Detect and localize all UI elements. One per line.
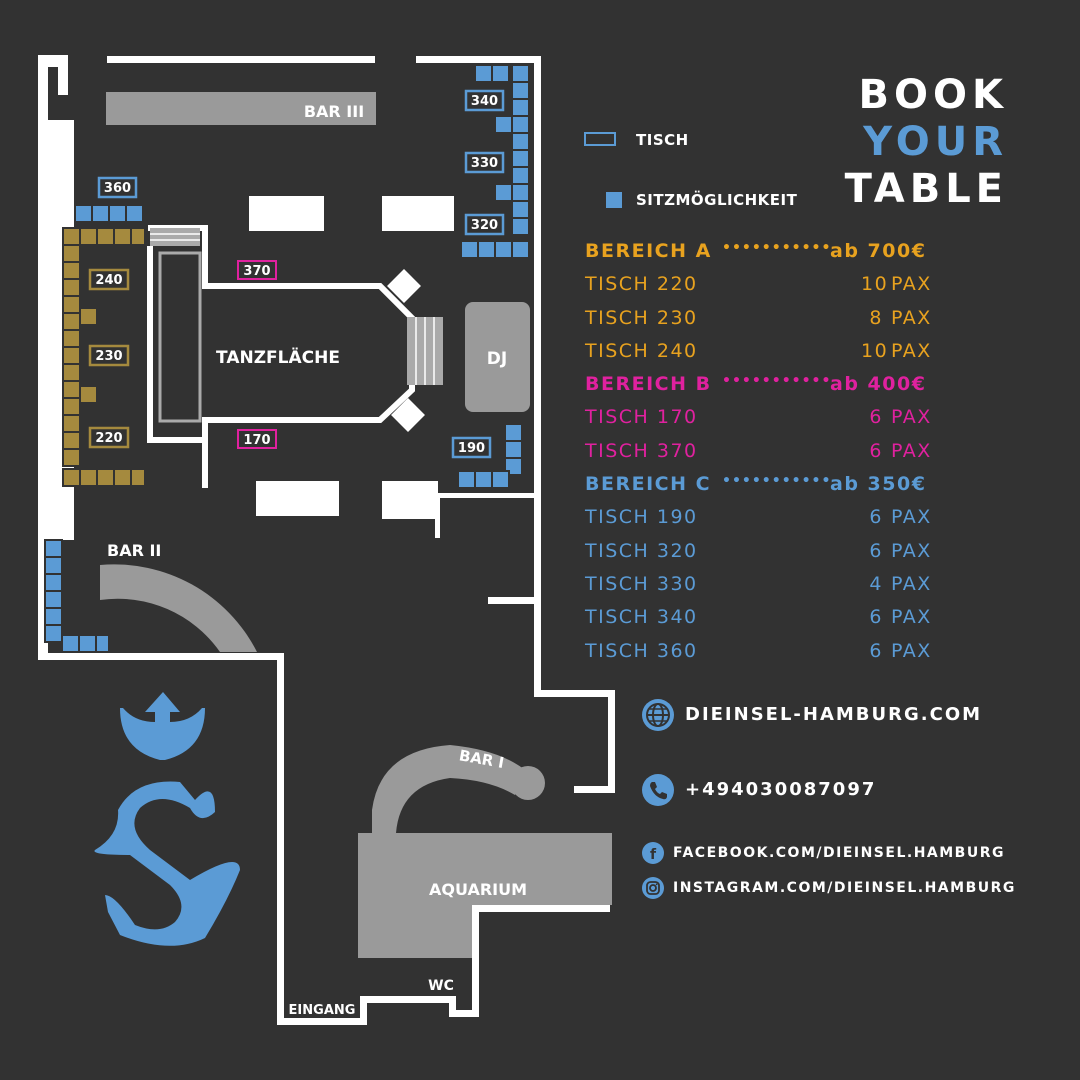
instagram-text: INSTAGRAM.COM/DIEINSEL.HAMBURG	[673, 880, 1016, 896]
facebook-icon: f	[642, 842, 664, 864]
facebook-text: FACEBOOK.COM/DIEINSEL.HAMBURG	[673, 845, 1005, 861]
book-your-table-title: BOOK YOUR TABLE	[845, 72, 1008, 213]
bar-ii-label: BAR II	[107, 541, 161, 560]
svg-text:320: 320	[471, 218, 498, 233]
svg-text:340: 340	[471, 94, 498, 109]
aquarium	[358, 833, 612, 958]
legend-table-label: TISCH	[636, 131, 689, 149]
svg-text:190: 190	[458, 441, 485, 456]
trident-s-logo	[94, 692, 240, 946]
svg-text:f: f	[650, 847, 658, 863]
area-c-header: BEREICH C ••••••••••• ab 350€	[585, 473, 927, 496]
table-170[interactable]: 170	[237, 429, 277, 449]
dj-booth	[465, 302, 530, 412]
bar-iii-label: BAR III	[304, 102, 364, 121]
wc-label: WC	[428, 978, 454, 994]
fixtures	[100, 92, 612, 958]
table-240[interactable]: 240	[88, 268, 130, 291]
table-330[interactable]: 330	[464, 151, 505, 174]
seat-square-icon	[606, 192, 622, 208]
table-360[interactable]: 360	[97, 176, 138, 199]
entrance-label: EINGANG	[289, 1003, 356, 1018]
dancefloor-label: TANZFLÄCHE	[216, 346, 340, 368]
table-220[interactable]: 220	[88, 426, 130, 449]
svg-text:360: 360	[104, 181, 131, 196]
legend-seating-label: SITZMÖGLICHKEIT	[636, 191, 798, 209]
svg-text:220: 220	[95, 431, 122, 446]
phone-text: +494030087097	[685, 779, 877, 800]
table-320[interactable]: 320	[464, 213, 505, 236]
title-line-3: TABLE	[844, 166, 1008, 212]
svg-text:230: 230	[95, 349, 122, 364]
area-b-header: BEREICH B ••••••••••• ab 400€	[585, 373, 927, 396]
bar-iii	[106, 92, 376, 125]
dj-label: DJ	[487, 349, 507, 369]
bar-ii	[100, 564, 257, 652]
globe-icon	[642, 699, 674, 731]
table-370[interactable]: 370	[237, 260, 277, 280]
table-190[interactable]: 190	[451, 436, 492, 459]
bar-i	[372, 745, 525, 833]
table-230[interactable]: 230	[88, 344, 130, 367]
title-line-1: BOOK	[858, 72, 1008, 118]
seating-area-c	[44, 64, 530, 653]
svg-text:240: 240	[95, 273, 122, 288]
table-labels: 340 330 320 360 240 230 220 370 170 190	[88, 89, 505, 459]
aquarium-label: AQUARIUM	[429, 880, 527, 899]
website-text: DIEINSEL-HAMBURG.COM	[685, 704, 983, 725]
phone-icon	[642, 774, 674, 806]
svg-text:170: 170	[243, 433, 270, 448]
area-a-header: BEREICH A ••••••••••• ab 700€	[585, 240, 927, 262]
dancefloor	[147, 225, 443, 488]
table-340[interactable]: 340	[464, 89, 505, 112]
title-line-2: YOUR	[863, 119, 1008, 165]
svg-text:330: 330	[471, 156, 498, 171]
instagram-icon	[642, 877, 664, 899]
seating-area-a	[62, 227, 146, 487]
table-outline-icon	[584, 132, 616, 146]
svg-text:370: 370	[243, 264, 270, 279]
